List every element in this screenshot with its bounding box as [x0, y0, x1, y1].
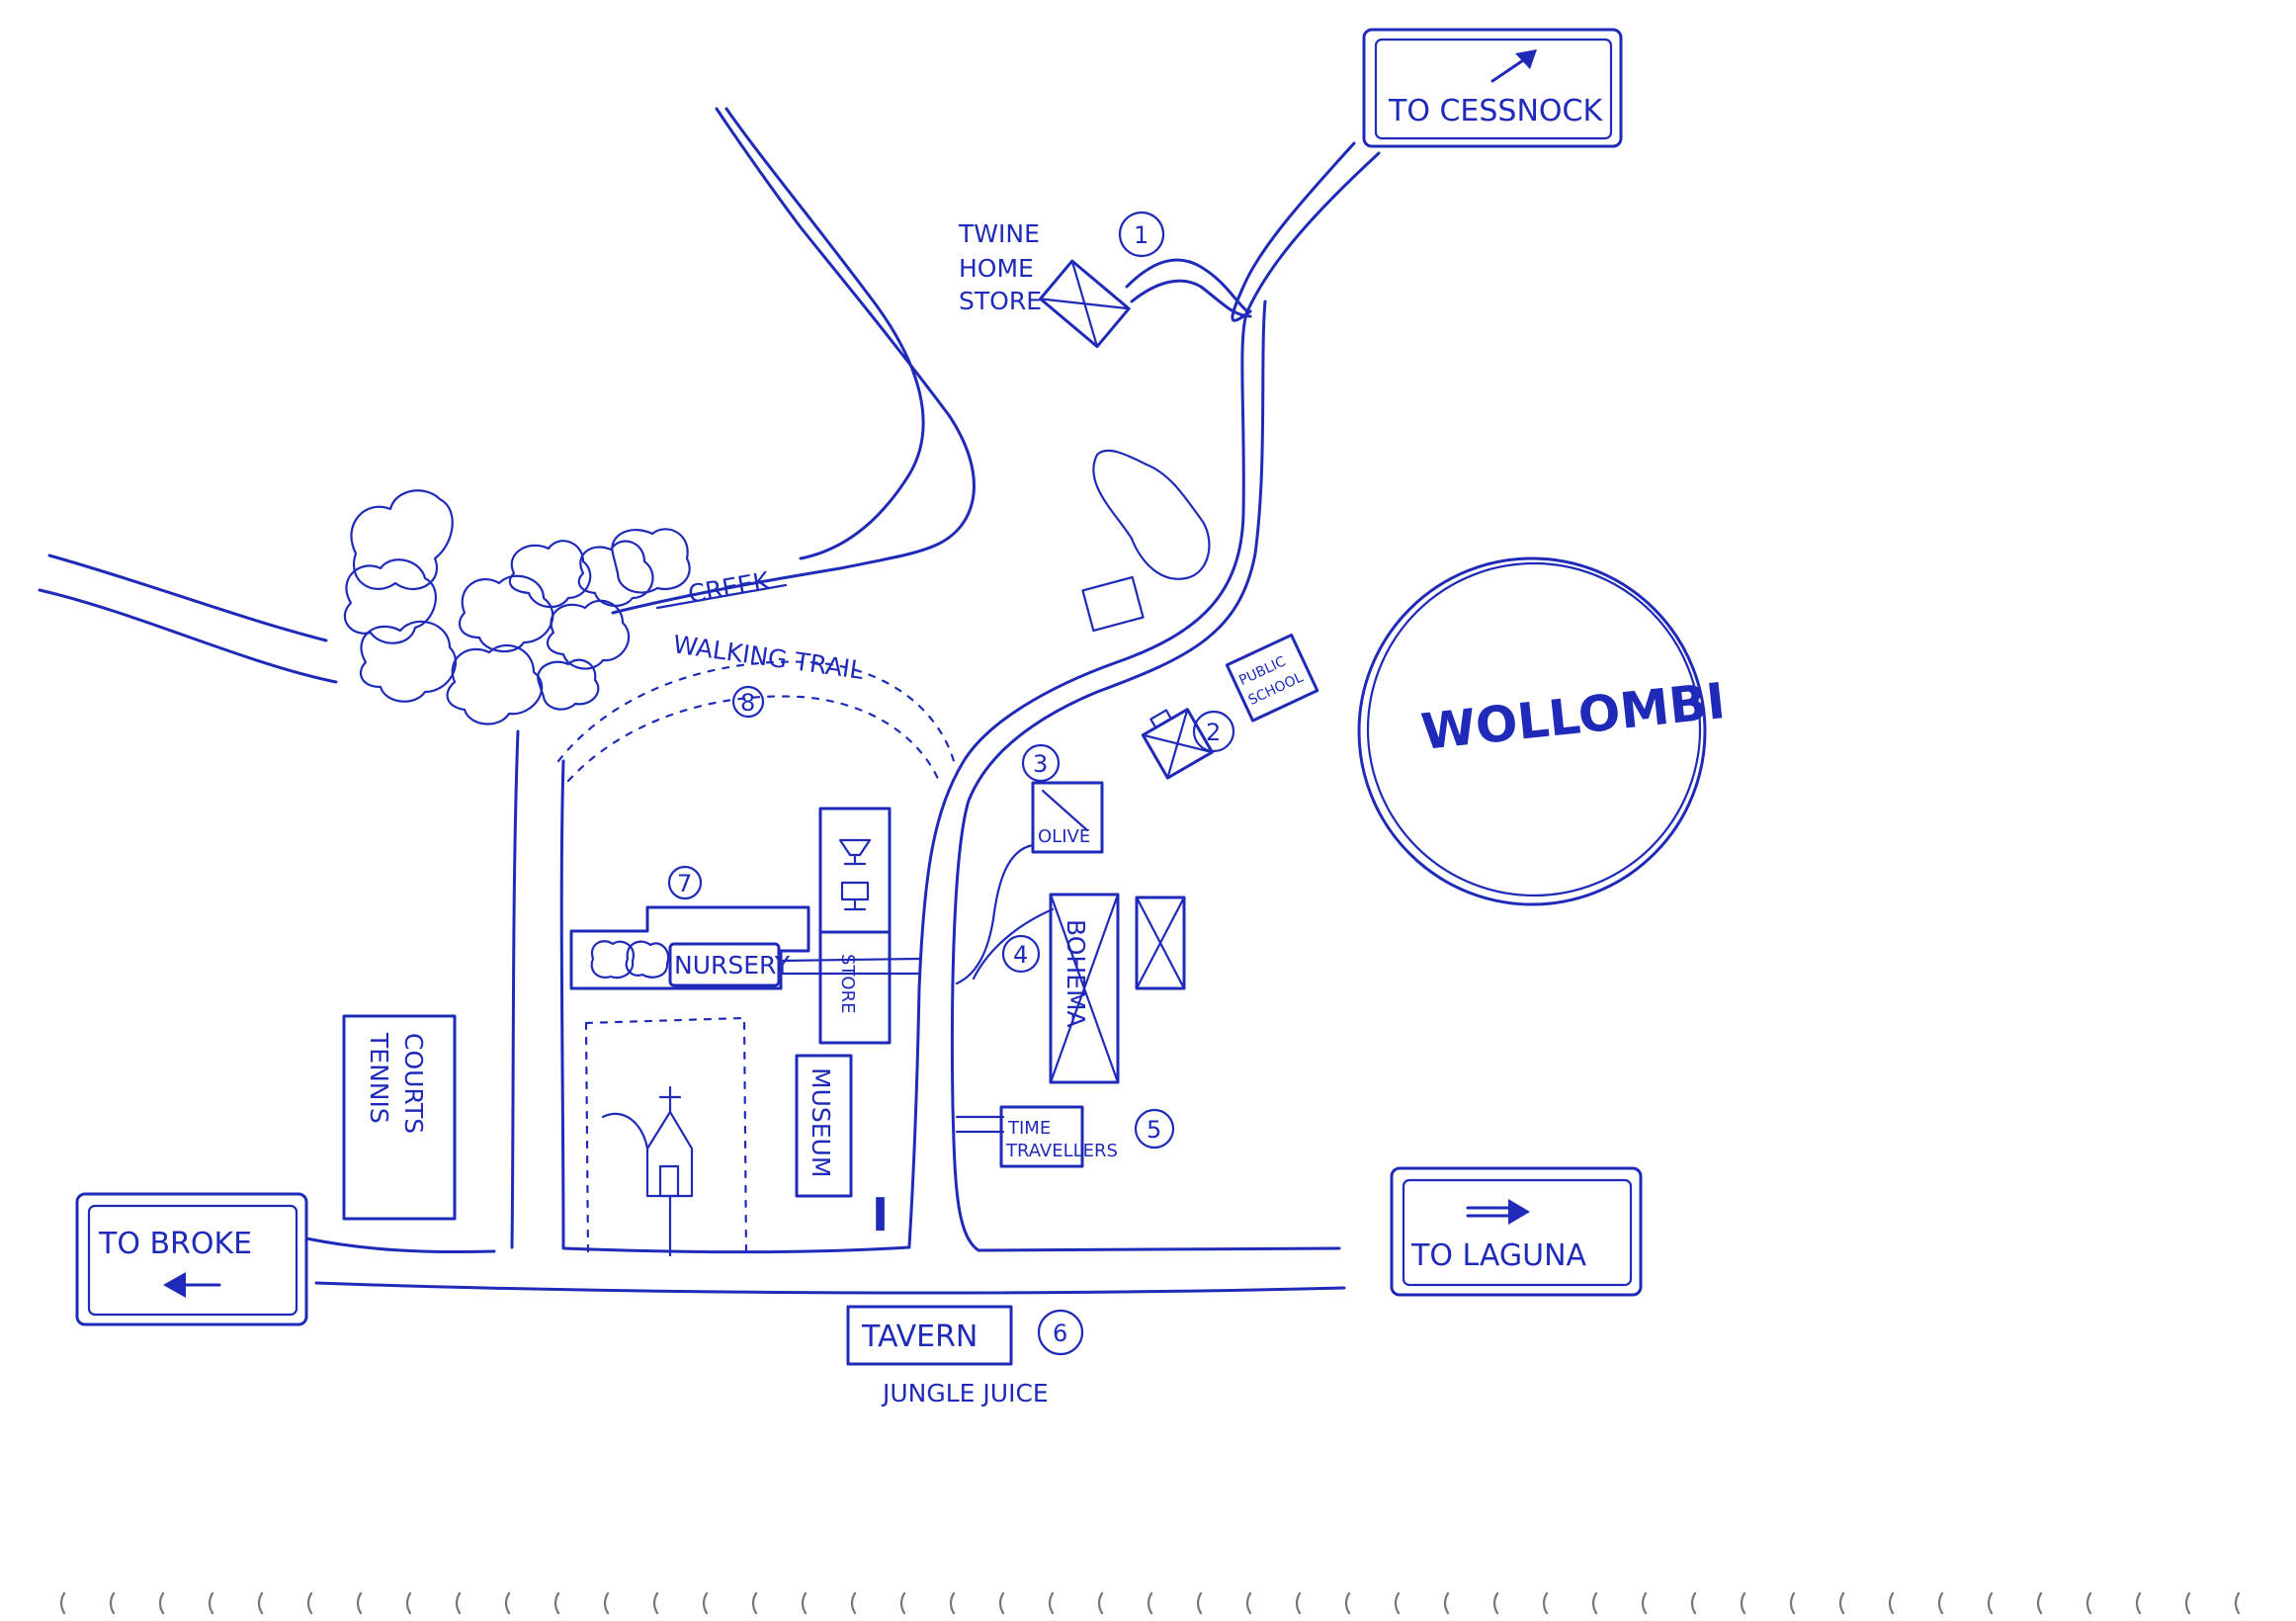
olive-shop: OLIVE 3 — [1021, 743, 1104, 854]
tree-icon — [577, 540, 654, 607]
tree-icon — [350, 489, 454, 591]
roads — [38, 107, 1381, 1295]
marker-1: 1 — [1118, 211, 1165, 258]
road-cessnock-right-edge — [1231, 141, 1356, 322]
twine-home-store: TWINE HOME STORE 1 — [958, 211, 1165, 349]
svg-text:1: 1 — [1134, 221, 1148, 249]
svg-text:NURSERY: NURSERY — [674, 951, 791, 980]
svg-text:TO CESSNOCK: TO CESSNOCK — [1388, 94, 1603, 128]
general-store: STORE — [818, 807, 892, 1045]
svg-text:6: 6 — [1053, 1320, 1067, 1347]
road-east-edge — [950, 299, 1341, 1252]
tree-cluster — [343, 489, 691, 725]
road-main-north-edge-2 — [561, 1245, 911, 1254]
road-time-spur — [955, 1115, 1005, 1134]
marker-3: 3 — [1021, 743, 1061, 783]
tree-icon — [359, 620, 457, 703]
creek-south-edge — [38, 588, 338, 684]
road-main-north-edge — [304, 1237, 496, 1254]
svg-text:MUSEUM: MUSEUM — [807, 1067, 835, 1177]
svg-text:STORE: STORE — [837, 954, 858, 1013]
svg-text:TIME: TIME — [1007, 1118, 1051, 1139]
tree-icon — [546, 599, 631, 670]
sign-to-broke: TO BROKE — [75, 1192, 308, 1326]
marker-7: 7 — [667, 865, 703, 900]
tennis-courts: TENNIS COURTS — [342, 1014, 457, 1221]
svg-text:3: 3 — [1033, 750, 1048, 778]
marker-5: 5 — [1134, 1108, 1175, 1150]
creek-label-underline — [655, 583, 788, 610]
svg-text:BOHEMA: BOHEMA — [1062, 919, 1090, 1028]
road-twine-spur-upper — [1125, 258, 1249, 313]
svg-text:TWINE: TWINE — [958, 219, 1040, 248]
svg-text:8: 8 — [740, 689, 755, 717]
svg-text:5: 5 — [1147, 1116, 1161, 1144]
arrow-northeast-icon — [1490, 49, 1537, 83]
town-name: WOLLOMBI — [1418, 672, 1728, 761]
bohema-shop: BOHEMA 4 — [1001, 893, 1186, 1084]
arrow-left-icon — [163, 1272, 221, 1298]
svg-text:7: 7 — [677, 870, 692, 897]
svg-text:TAVERN: TAVERN — [861, 1320, 978, 1354]
pond-shape — [1092, 449, 1211, 580]
creek-label: CREEK — [686, 566, 772, 609]
time-travellers: TIME TRAVELLERS 5 — [999, 1105, 1175, 1168]
tavern: TAVERN 6 JUNGLE JUICE — [846, 1305, 1084, 1408]
tree-icon — [508, 540, 592, 609]
road-main-south-edge — [314, 1281, 1346, 1295]
building-2: 2 — [1141, 708, 1235, 780]
public-school: PUBLIC SCHOOL — [1225, 633, 1319, 723]
svg-text:HOME: HOME — [959, 254, 1034, 283]
marker-8: 8 — [731, 685, 765, 719]
svg-text:TENNIS: TENNIS — [365, 1032, 393, 1124]
road-north-south-west — [510, 729, 520, 1249]
nursery: NURSERY 7 — [569, 865, 810, 990]
tree-icon — [590, 940, 636, 980]
info-icon: i — [872, 1188, 889, 1241]
road-olive-spur — [955, 843, 1035, 985]
svg-text:STORE: STORE — [959, 287, 1042, 315]
svg-text:OLIVE: OLIVE — [1038, 826, 1090, 847]
small-building — [1081, 575, 1145, 633]
svg-text:COURTS: COURTS — [399, 1033, 428, 1134]
road-north-south-east — [559, 759, 565, 1249]
sign-to-laguna: TO LAGUNA — [1390, 1166, 1643, 1297]
tree-icon — [611, 528, 691, 594]
walking-trail-outer — [556, 660, 956, 763]
svg-text:2: 2 — [1206, 719, 1221, 746]
road-twine-spur-lower — [1130, 279, 1252, 318]
jungle-juice-label: JUNGLE JUICE — [881, 1379, 1049, 1408]
tree-icon — [446, 643, 544, 725]
notebook-binding — [59, 1591, 2241, 1615]
svg-text:TO LAGUNA: TO LAGUNA — [1410, 1238, 1587, 1273]
road-bohema-spur — [972, 907, 1055, 981]
tree-icon — [537, 658, 600, 711]
museum: MUSEUM — [795, 1054, 853, 1198]
marker-6: 6 — [1037, 1309, 1084, 1356]
road-cessnock-left-edge — [907, 151, 1381, 1247]
svg-text:4: 4 — [1013, 941, 1028, 969]
walking-trail-inner — [566, 695, 941, 783]
svg-text:TRAVELLERS: TRAVELLERS — [1005, 1141, 1118, 1161]
town-circle: WOLLOMBI — [1357, 556, 1728, 906]
church-grounds — [584, 1016, 748, 1257]
walking-trail-label: WALKING TRAIL — [671, 630, 865, 685]
creek-east-line — [611, 107, 976, 615]
wine-glass-icon — [838, 838, 872, 866]
church-icon — [601, 1085, 694, 1257]
marker-4: 4 — [1001, 934, 1041, 974]
marker-2: 2 — [1192, 710, 1235, 753]
svg-text:TO BROKE: TO BROKE — [98, 1227, 252, 1261]
road-nursery-spur — [779, 957, 921, 976]
creek-east-line-inner — [724, 107, 925, 560]
tree-icon — [458, 574, 554, 653]
tree-icon — [343, 558, 437, 644]
wine-glass-icon — [840, 881, 870, 911]
creek-north-edge — [47, 554, 328, 642]
svg-text:i: i — [872, 1188, 889, 1241]
arrow-right-icon — [1466, 1199, 1530, 1225]
sign-to-cessnock: TO CESSNOCK — [1362, 28, 1623, 148]
tree-icon — [625, 940, 670, 979]
